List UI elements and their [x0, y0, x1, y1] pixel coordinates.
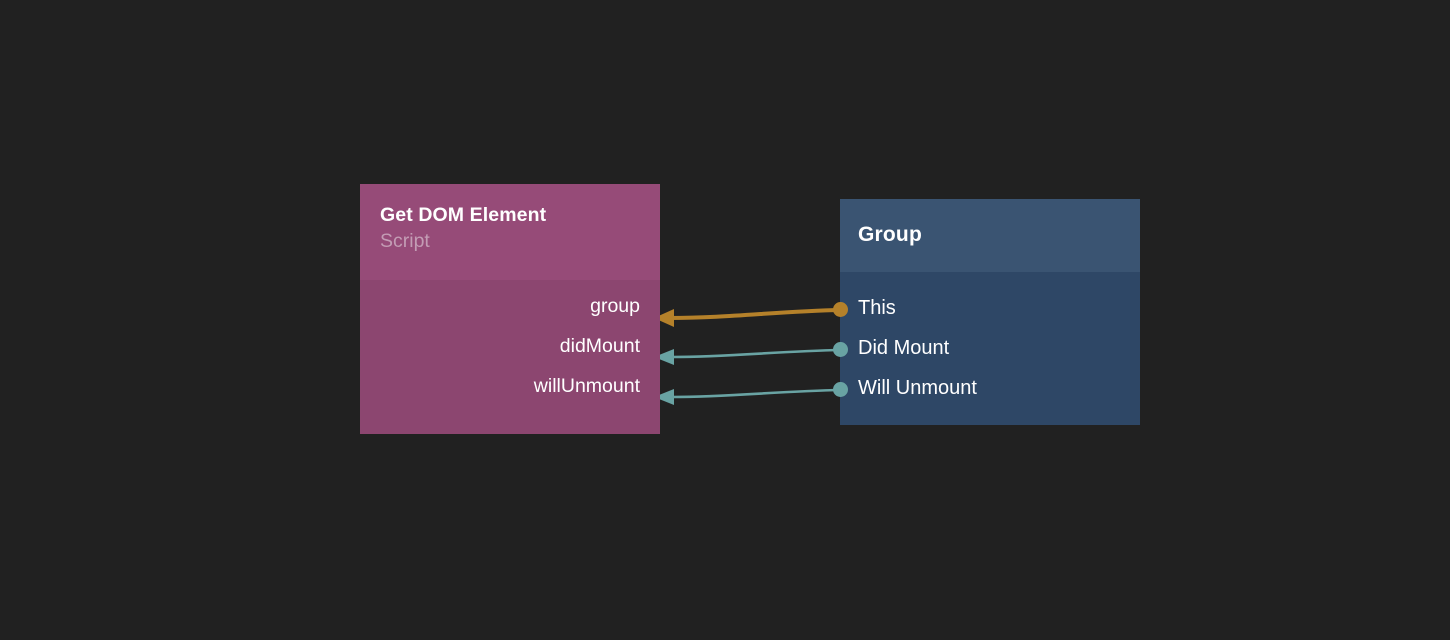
- input-port-row-this[interactable]: This: [858, 294, 896, 322]
- wire-path-this-to-group: [668, 308, 843, 320]
- output-port-row-group[interactable]: group: [590, 293, 640, 319]
- connection-didmount-to-didmount[interactable]: [654, 348, 843, 365]
- port-dot-this[interactable]: [833, 302, 848, 317]
- input-port-label-will-unmount: Will Unmount: [858, 377, 977, 399]
- node-get-dom-element-header[interactable]: Get DOM Element Script: [360, 184, 660, 280]
- port-dot-did-mount[interactable]: [833, 342, 848, 357]
- node-group-body: This Did Mount Will Unmount: [840, 272, 1140, 425]
- node-get-dom-element-body: group didMount willUnmount: [360, 280, 660, 434]
- node-group-header[interactable]: Group: [840, 199, 1140, 272]
- input-port-row-will-unmount[interactable]: Will Unmount: [858, 374, 977, 402]
- output-port-label-willunmount: willUnmount: [533, 375, 640, 397]
- input-port-label-did-mount: Did Mount: [858, 337, 950, 359]
- wire-path-willunmount-to-willunmount: [670, 388, 843, 399]
- output-port-row-willunmount[interactable]: willUnmount: [534, 373, 640, 399]
- node-group-title: Group: [858, 223, 922, 246]
- input-port-row-did-mount[interactable]: Did Mount: [858, 334, 949, 362]
- node-get-dom-element-title: Get DOM Element: [380, 204, 547, 226]
- wire-path-didmount-to-didmount: [670, 348, 843, 359]
- output-port-row-didmount[interactable]: didMount: [560, 333, 640, 359]
- input-port-label-this: This: [858, 297, 896, 319]
- node-get-dom-element[interactable]: Get DOM Element Script group didMount wi…: [360, 184, 660, 434]
- output-port-label-didmount: didMount: [559, 335, 640, 357]
- node-get-dom-element-subtitle: Script: [380, 230, 430, 252]
- connection-willunmount-to-willunmount[interactable]: [654, 388, 843, 405]
- output-port-label-group: group: [590, 295, 640, 317]
- port-dot-will-unmount[interactable]: [833, 382, 848, 397]
- connection-this-to-group[interactable]: [654, 308, 843, 327]
- node-group[interactable]: Group This Did Mount Will Unmount: [840, 199, 1140, 425]
